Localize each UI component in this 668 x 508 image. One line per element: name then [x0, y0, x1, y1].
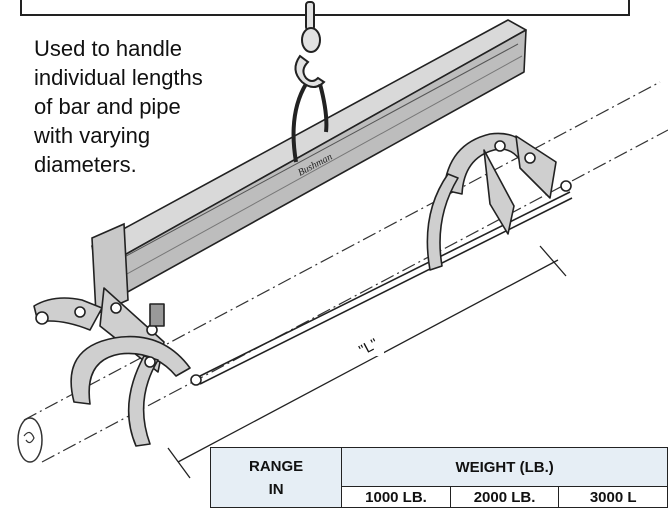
description-line: Used to handle	[34, 36, 182, 61]
weight-header: WEIGHT (LB.)	[341, 447, 668, 487]
lifting-hook	[291, 1, 329, 163]
range-header-cell: RANGE IN	[209, 447, 343, 508]
description-line: of bar and pipe	[34, 94, 181, 119]
range-subheader: IN	[268, 480, 284, 498]
dimension-line	[167, 245, 567, 479]
description-line: diameters.	[34, 152, 137, 177]
left-tong	[33, 287, 202, 447]
top-frame-box	[20, 0, 630, 16]
description-line: individual lengths	[34, 65, 203, 90]
capacity-header-1000: 1000 LB.	[341, 486, 451, 508]
pipe-outline	[23, 81, 668, 463]
capacity-table: RANGE IN WEIGHT (LB.) 1000 LB. 2000 LB. …	[209, 447, 668, 508]
right-tong	[426, 132, 572, 271]
capacity-header-2000: 2000 LB.	[449, 486, 560, 508]
description-line: with varying	[34, 123, 151, 148]
dimension-label: "L"	[356, 335, 381, 359]
capacity-header-3000: 3000 L	[558, 486, 668, 508]
pipe-end	[17, 417, 43, 463]
beam-end-cap	[91, 222, 129, 316]
product-description: Used to handle individual lengths of bar…	[34, 34, 264, 179]
range-header: RANGE	[249, 457, 304, 475]
